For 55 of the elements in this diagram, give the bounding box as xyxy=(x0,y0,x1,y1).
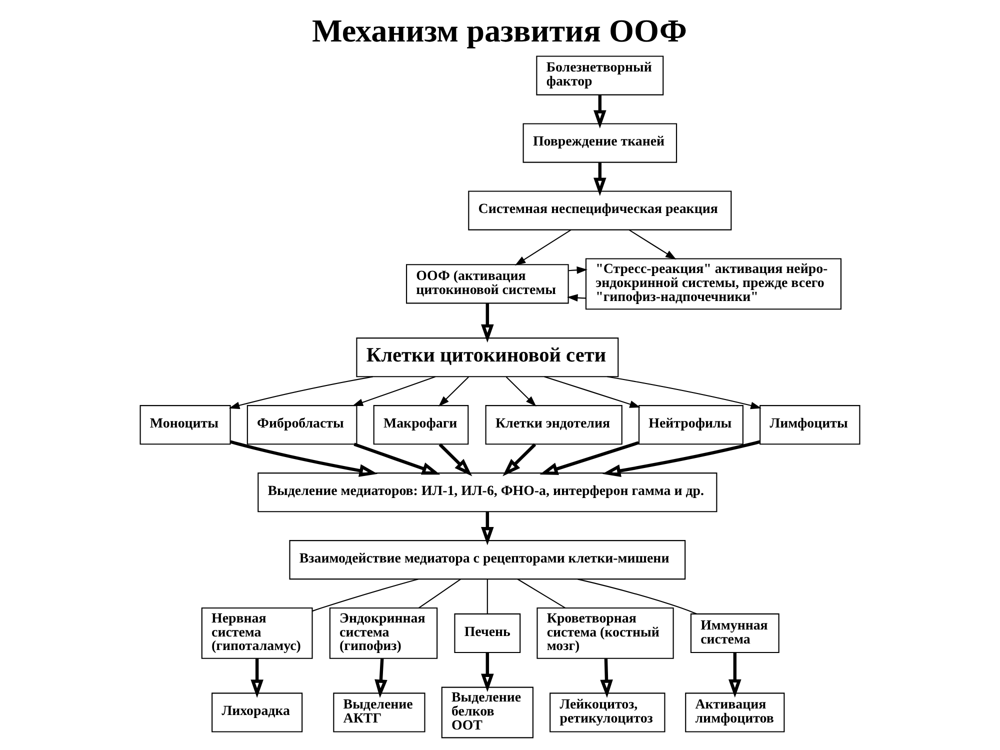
node-box: Кроветворная система (костный мозг) xyxy=(536,608,674,659)
node-box: Фибробласты xyxy=(246,405,358,445)
arrow xyxy=(228,376,373,410)
arrow xyxy=(607,376,762,410)
node-box: Выделение белков ООТ xyxy=(441,686,534,738)
node-box: Лимфоциты xyxy=(760,405,860,445)
arrow xyxy=(514,230,572,266)
node-box: Лейкоцитоз, ретикулоцитоз xyxy=(550,692,666,732)
node-box: Макрофаги xyxy=(373,405,469,445)
node-box: Клетки цитокиновой сети xyxy=(356,338,619,378)
arrow xyxy=(602,440,760,478)
arrow xyxy=(594,95,606,128)
arrow xyxy=(438,376,469,406)
node-box: Активация лимфоцитов xyxy=(685,692,785,732)
connector xyxy=(517,578,566,608)
node-box: Повреждение тканей xyxy=(522,123,678,163)
arrow xyxy=(250,658,264,698)
node-box: Выделение АКТГ xyxy=(333,692,426,732)
arrow xyxy=(628,230,676,260)
arrow xyxy=(594,162,606,196)
node-box: Клетки эндотелия xyxy=(485,405,622,445)
connector xyxy=(486,579,488,614)
arrow xyxy=(481,303,494,343)
arrow xyxy=(374,658,388,698)
node-box: Нейтрофилы xyxy=(638,405,744,445)
arrow xyxy=(600,658,613,698)
arrow xyxy=(481,652,494,692)
node-box: Выделение медиаторов: ИЛ-1, ИЛ-6, ФНО-а, интерферон гамма и др. xyxy=(258,472,718,512)
node-box: Иммунная система xyxy=(690,613,780,654)
node-box: Взаимодействие медиатора с рецепторами клетки-мишени xyxy=(289,540,686,580)
node-box: Системная неспецифическая реакция xyxy=(468,190,732,230)
node-box: Болезнетворный фактор xyxy=(536,56,664,96)
node-box: Печень xyxy=(454,613,521,654)
node-box: ООФ (активация цитокиновой системы xyxy=(406,264,569,304)
arrow xyxy=(506,376,536,406)
connector xyxy=(578,578,697,614)
connector xyxy=(418,578,461,608)
node-box: Эндокринная система (гипофиз) xyxy=(329,608,438,659)
arrow xyxy=(568,266,588,274)
node-box: "Стресс-реакция" активация нейро-эндокринной системы, прежде всего "гипофиз-надпочечники" xyxy=(585,258,842,310)
connector xyxy=(312,578,418,612)
node-box: Лихорадка xyxy=(212,692,303,732)
arrow xyxy=(728,652,742,698)
arrow xyxy=(540,441,640,475)
arrow xyxy=(352,376,436,406)
node-box: Нервная система (гипоталамус) xyxy=(201,608,313,659)
arrow xyxy=(481,512,494,546)
arrow xyxy=(230,440,378,477)
diagram-title: Механизм развития ООФ xyxy=(312,12,687,48)
arrow xyxy=(354,442,440,475)
arrow xyxy=(544,376,640,408)
arrow xyxy=(438,443,472,476)
arrow xyxy=(502,443,536,476)
node-box: Моноциты xyxy=(140,405,231,445)
arrow xyxy=(567,294,586,302)
